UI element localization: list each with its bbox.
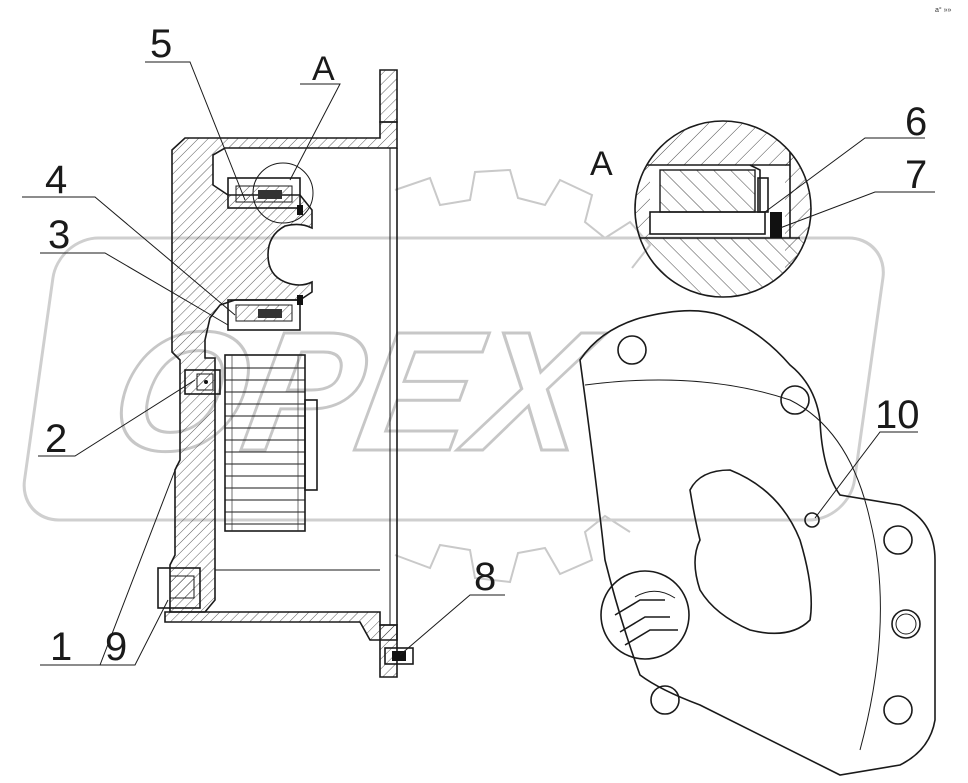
- plate-hole-1: [617, 335, 647, 365]
- plate-hole-2: [780, 385, 810, 415]
- end-view-plate: [579, 309, 936, 776]
- detail-seal-7: [770, 212, 782, 238]
- callout-7: 7: [905, 153, 927, 197]
- housing-bottom-rim: [164, 611, 398, 641]
- callout-9: 9: [105, 625, 127, 669]
- plate-arc: [584, 379, 881, 751]
- plate-hole-3: [883, 525, 913, 555]
- brand-emblem: [600, 570, 690, 660]
- plate-small-hole-10: [804, 512, 820, 528]
- plate-hole-5: [883, 695, 913, 725]
- watermark-gear-outline: [394, 168, 652, 584]
- plug-8: [384, 647, 414, 665]
- upper-bearing-core: [258, 190, 282, 199]
- plate-cutout: [689, 469, 812, 635]
- callout-1: 1: [50, 625, 72, 669]
- bolt-9: [157, 567, 201, 609]
- leader-lines: [22, 61, 935, 666]
- callout-10: 10: [875, 393, 920, 437]
- lower-bearing-seal: [297, 295, 303, 305]
- gear-teeth: [224, 354, 318, 532]
- plate-hole-6: [650, 685, 680, 715]
- callout-2: 2: [45, 417, 67, 461]
- detail-seal-6: [757, 177, 769, 213]
- callout-6: 6: [905, 100, 927, 144]
- upper-bearing-seal: [297, 205, 303, 215]
- plate-hole-4: [891, 609, 921, 639]
- detail-a-marker-circle: [252, 162, 314, 224]
- detail-a-view: A: [590, 120, 812, 298]
- callout-4: 4: [45, 158, 67, 202]
- watermark-plate: [22, 236, 885, 522]
- housing-body: [169, 121, 398, 613]
- callout-5: 5: [150, 22, 172, 66]
- plate-outline: [579, 309, 936, 776]
- lower-bearing-outer: [227, 299, 301, 331]
- detail-a-label: A: [590, 145, 613, 183]
- flange-top: [379, 69, 398, 123]
- callout-3: 3: [48, 213, 70, 257]
- watermark: OPEX: [22, 168, 885, 584]
- callout-8: 8: [474, 555, 496, 599]
- corner-mark: a° »»: [935, 6, 952, 14]
- housing-section: [157, 69, 414, 678]
- bolt-2: [184, 369, 221, 395]
- lower-bearing-core: [258, 309, 282, 318]
- callout-a: A: [312, 50, 335, 88]
- callout-labels: 5 A 4 3 2 1 9 8 6 7 10: [45, 22, 927, 669]
- upper-bearing-outer: [227, 177, 301, 209]
